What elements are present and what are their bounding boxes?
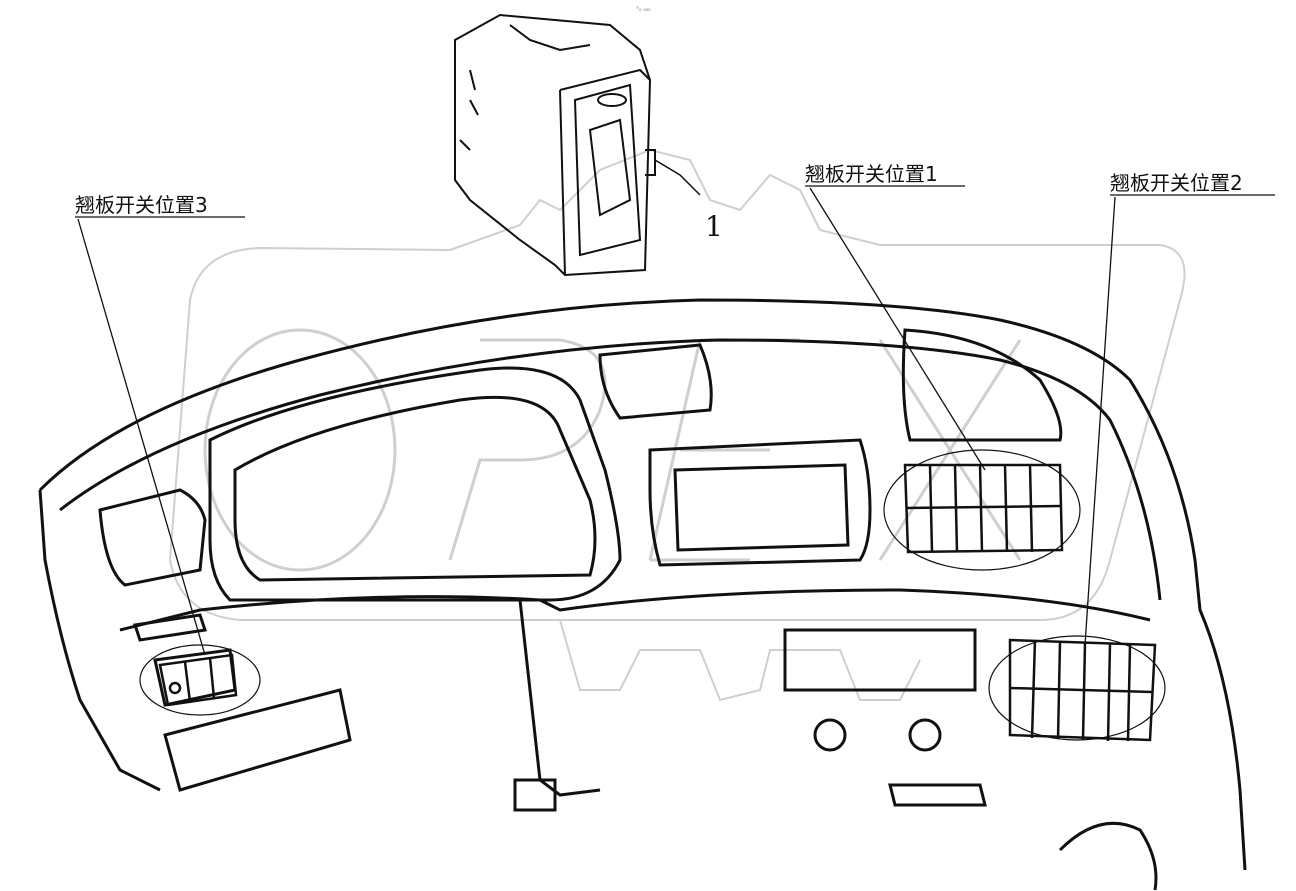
- leader-lines: [75, 185, 1275, 656]
- switch-cluster-2: [988, 635, 1166, 742]
- switch-cluster-3: [139, 644, 261, 716]
- callout-1-leader: [654, 159, 701, 196]
- part-number-label: 1: [705, 210, 723, 243]
- rocker-switch-part: [454, 13, 656, 277]
- position-3-label: 翘板开关位置3: [75, 193, 208, 217]
- watermark-gear: [168, 148, 1186, 702]
- dashboard-body: [38, 298, 1247, 891]
- tiny-mark: °₀ ₀₀₀: [636, 6, 651, 13]
- position-2-label: 翘板开关位置2: [1110, 171, 1243, 195]
- position-1-label: 翘板开关位置1: [805, 162, 938, 186]
- switch-cluster-1: [883, 449, 1081, 571]
- watermark-letters: [203, 328, 1022, 572]
